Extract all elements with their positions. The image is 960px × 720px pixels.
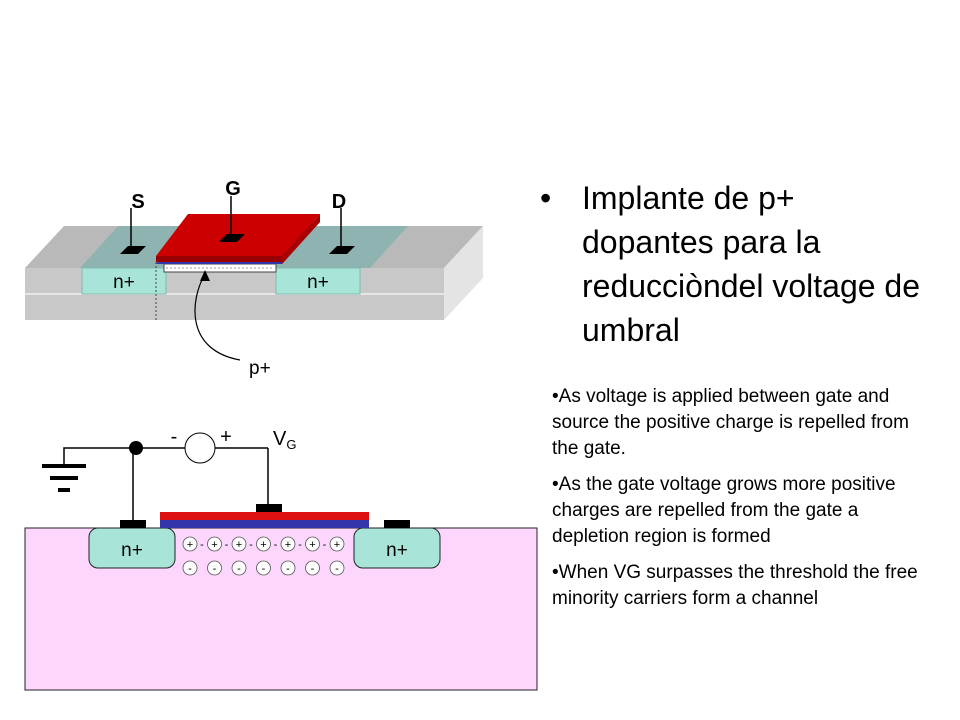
charge-symbol: +: [211, 539, 217, 551]
voltage-source-icon: [184, 432, 216, 464]
main-bullet-text: Implante de p+ dopantes para la reducciò…: [582, 180, 921, 348]
negative-charge-mark: -: [298, 539, 302, 551]
main-bullet: • Implante de p+ dopantes para la reducc…: [540, 176, 940, 352]
note-item: •When VG surpasses the threshold the fre…: [552, 562, 918, 609]
ground-icon: [42, 464, 86, 492]
n-plus-drain-label: n+: [386, 540, 408, 561]
vg-label: VG: [273, 428, 296, 452]
charge-symbol: +: [309, 539, 315, 551]
positive-charges: +++++++------: [182, 536, 345, 552]
charge-symbol: -: [262, 563, 266, 575]
charge-circle: [305, 536, 320, 552]
n-plus-drain-label: n+: [307, 272, 329, 293]
n-plus-drain-region: [275, 267, 361, 295]
charge-circle: [231, 536, 247, 552]
negative-charge-mark: -: [225, 539, 229, 551]
charge-circle: [256, 560, 271, 576]
source-contact: [120, 520, 146, 528]
mosfet-3d-view: n+ n+ S G D p+: [25, 178, 483, 379]
negative-charges: -------: [182, 560, 345, 576]
gate-front: [156, 256, 282, 262]
charge-circle: [182, 560, 198, 576]
charge-symbol: -: [311, 563, 315, 575]
charge-symbol: -: [335, 563, 339, 575]
gate-contact: [219, 234, 245, 242]
polarity-minus: -: [171, 426, 178, 448]
gate-right-face: [282, 214, 320, 264]
wire-junction: [129, 441, 143, 455]
charge-circle: [280, 536, 296, 552]
n-plus-source-label: n+: [121, 540, 143, 561]
charge-symbol: -: [213, 563, 217, 575]
charge-circle: [305, 560, 320, 576]
gate-electrode: [160, 512, 369, 520]
charge-circle: [329, 560, 345, 576]
charge-circle: [207, 536, 222, 552]
gate-contact: [256, 504, 282, 512]
p-plus-arrow: [194, 273, 241, 361]
negative-charge-mark: -: [249, 539, 253, 551]
charge-circle: [207, 560, 222, 576]
note-item: •As voltage is applied between gate and …: [552, 386, 909, 459]
die-right-face: [444, 226, 483, 320]
mosfet-cross-section: n+ n+ - + VG +++++++------ -------: [24, 426, 538, 691]
n-plus-source-label: n+: [113, 272, 135, 293]
charge-symbol: -: [188, 563, 192, 575]
drain-contact: [329, 246, 355, 254]
p-plus-label: p+: [249, 358, 271, 379]
charge-circle: [231, 560, 247, 576]
charge-symbol: -: [286, 563, 290, 575]
gate-terminal-label: G: [225, 178, 241, 200]
charge-symbol: +: [260, 539, 266, 551]
charge-symbol: +: [285, 539, 291, 551]
mosfet-diagram: n+ n+ S G D p+ n+ n+: [24, 178, 538, 691]
charge-circle: [182, 536, 198, 552]
drain-contact: [384, 520, 410, 528]
bullet-icon: •: [540, 180, 552, 216]
drain-terminal-label: D: [332, 191, 346, 213]
ground-wire: [63, 447, 138, 464]
charge-circle: [280, 560, 296, 576]
negative-charge-mark: -: [323, 539, 327, 551]
negative-charge-mark: -: [274, 539, 278, 551]
n-plus-source-region: [81, 267, 167, 295]
charge-symbol: +: [334, 539, 340, 551]
gate-oxide: [160, 520, 369, 528]
charge-circle: [329, 536, 345, 552]
charge-symbol: +: [187, 539, 193, 551]
charge-circle: [256, 536, 271, 552]
source-contact: [120, 246, 146, 254]
notes-list: •As voltage is applied between gate and …: [552, 384, 936, 622]
polarity-plus: +: [220, 426, 232, 448]
charge-symbol: -: [237, 563, 241, 575]
note-item: •As the gate voltage grows more positive…: [552, 474, 896, 547]
negative-charge-mark: -: [200, 539, 204, 551]
source-terminal-label: S: [131, 191, 144, 213]
charge-symbol: +: [236, 539, 242, 551]
